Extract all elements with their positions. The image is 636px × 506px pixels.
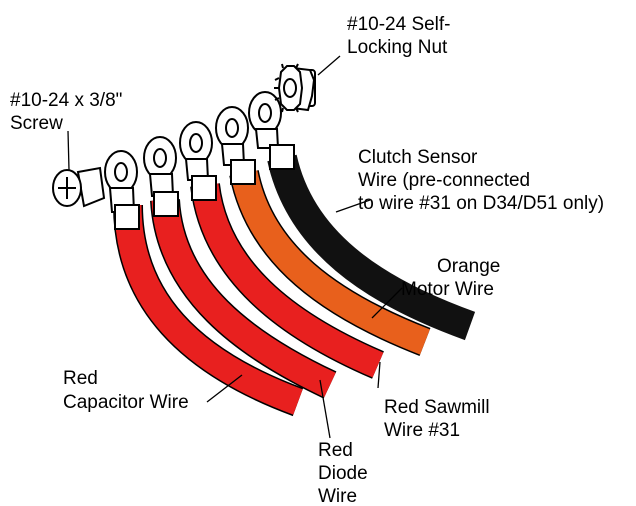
- lock-nut-icon: [274, 63, 316, 113]
- orange-motor-label: Orange Motor Wire: [401, 256, 506, 300]
- nut-label: #10-24 Self- Locking Nut: [347, 14, 456, 58]
- clutch-sensor-label: Clutch Sensor Wire (pre-connected to wir…: [358, 147, 604, 214]
- leader-lines: [67, 55, 403, 439]
- screw-icon: [52, 166, 106, 208]
- wire-orange-motor: [229, 169, 431, 356]
- diode-label: Red Diode Wire: [318, 440, 373, 506]
- wire-black-clutch-sensor: [267, 154, 476, 341]
- wire-red-capacitor: [113, 204, 304, 417]
- screw-label: #10-24 x 3/8" Screw: [10, 90, 128, 134]
- sawmill-label: Red Sawmill Wire #31: [384, 397, 495, 441]
- wire-red-sawmill: [190, 182, 384, 379]
- wire-red-diode: [150, 198, 337, 399]
- ring-terminal-icon: [104, 91, 295, 230]
- capacitor-label: Red Capacitor Wire: [63, 368, 189, 413]
